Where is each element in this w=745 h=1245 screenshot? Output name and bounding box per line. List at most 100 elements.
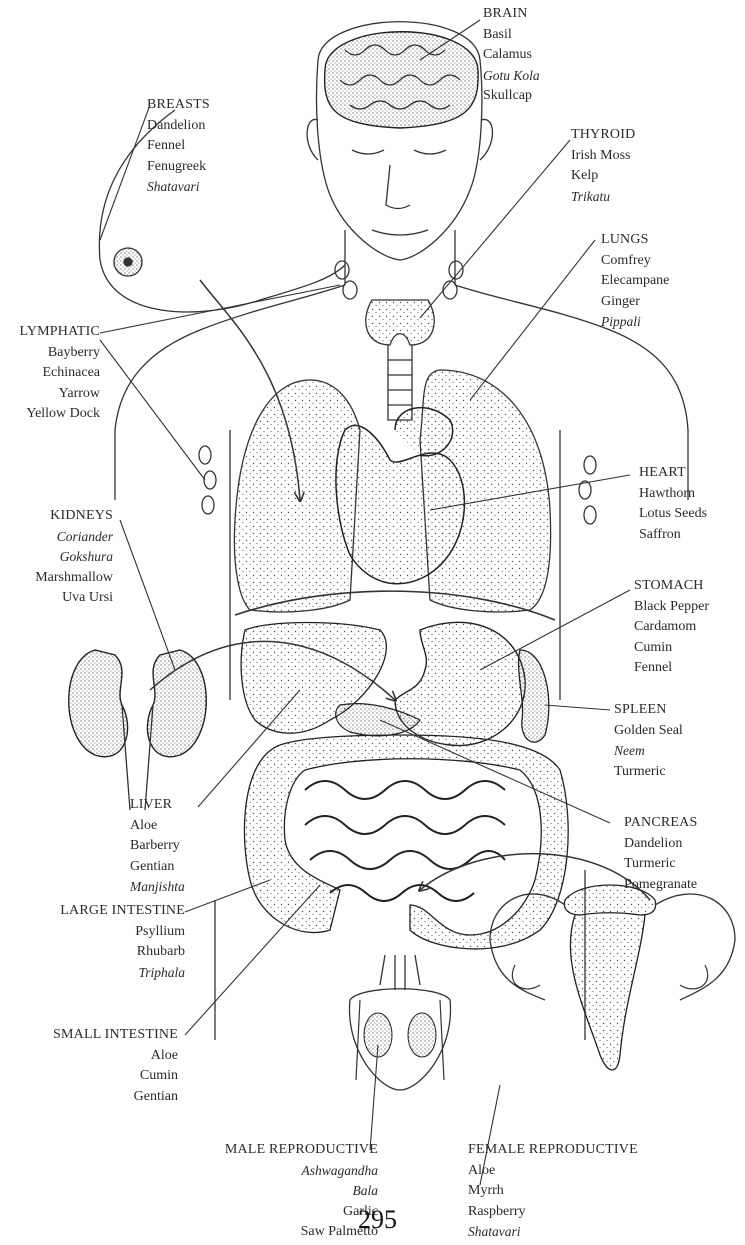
leader-small-intestine: [185, 885, 320, 1035]
herb-female-reproductive-2: Myrrh: [468, 1181, 638, 1202]
herb-female-reproductive-1: Aloe: [468, 1161, 638, 1182]
herb-breasts-3: Fenugreek: [147, 157, 210, 178]
leader-lymphatic-b: [100, 340, 205, 480]
label-large-intestine: LARGE INTESTINE Psyllium Rhubarb Triphal…: [35, 901, 185, 983]
herb-large-intestine-2: Rhubarb: [35, 942, 185, 963]
herb-brain-3: Gotu Kola: [483, 66, 540, 87]
herb-lymphatic-4: Yellow Dock: [4, 404, 100, 425]
left-ear: [307, 119, 318, 160]
spleen: [519, 650, 549, 742]
leader-thyroid: [420, 140, 570, 318]
herb-lungs-3: Ginger: [601, 292, 669, 313]
heading-heart: HEART: [639, 463, 707, 484]
herb-stomach-3: Cumin: [634, 638, 709, 659]
small-intestine: [305, 781, 505, 901]
herb-heart-1: Hawthorn: [639, 484, 707, 505]
herb-large-intestine-1: Psyllium: [35, 922, 185, 943]
heading-pancreas: PANCREAS: [624, 813, 697, 834]
herb-male-reproductive-2: Bala: [198, 1181, 378, 1202]
herb-liver-2: Barberry: [130, 836, 185, 857]
herb-male-reproductive-1: Ashwagandha: [198, 1161, 378, 1182]
leader-kidneys: [120, 520, 175, 670]
leader-spleen: [545, 705, 610, 710]
label-male-reproductive: MALE REPRODUCTIVE Ashwagandha Bala Garli…: [198, 1140, 378, 1243]
heading-small-intestine: SMALL INTESTINE: [18, 1025, 178, 1046]
herb-stomach-2: Cardamom: [634, 617, 709, 638]
herb-lymphatic-3: Yarrow: [4, 384, 100, 405]
herb-large-intestine-3: Triphala: [35, 963, 185, 984]
herb-lungs-2: Elecampane: [601, 271, 669, 292]
herb-pancreas-2: Turmeric: [624, 854, 697, 875]
herb-liver-4: Manjishta: [130, 877, 185, 898]
herb-spleen-1: Golden Seal: [614, 721, 683, 742]
herb-brain-4: Skullcap: [483, 86, 540, 107]
herb-kidneys-3: Marshmallow: [8, 568, 113, 589]
heading-liver: LIVER: [130, 795, 185, 816]
label-brain: BRAIN Basil Calamus Gotu Kola Skullcap: [483, 4, 540, 107]
label-lymphatic: LYMPHATIC Bayberry Echinacea Yarrow Yell…: [4, 322, 100, 425]
leader-breasts: [100, 105, 150, 240]
heading-brain: BRAIN: [483, 4, 540, 25]
herb-small-intestine-1: Aloe: [18, 1046, 178, 1067]
herb-spleen-3: Turmeric: [614, 762, 683, 783]
heading-stomach: STOMACH: [634, 576, 709, 597]
herb-lungs-4: Pippali: [601, 312, 669, 333]
leader-lungs: [470, 240, 595, 400]
label-kidneys: KIDNEYS Coriander Gokshura Marshmallow U…: [8, 506, 113, 609]
label-thyroid: THYROID Irish Moss Kelp Trikatu: [571, 125, 635, 207]
heading-large-intestine: LARGE INTESTINE: [35, 901, 185, 922]
herb-thyroid-2: Kelp: [571, 166, 635, 187]
label-liver: LIVER Aloe Barberry Gentian Manjishta: [130, 795, 185, 898]
label-spleen: SPLEEN Golden Seal Neem Turmeric: [614, 700, 683, 782]
leader-lymphatic-a: [100, 285, 340, 333]
herb-small-intestine-2: Cumin: [18, 1066, 178, 1087]
herb-lymphatic-2: Echinacea: [4, 363, 100, 384]
heading-female-reproductive: FEMALE REPRODUCTIVE: [468, 1140, 638, 1161]
thyroid: [366, 300, 434, 345]
leader-male-reproductive: [370, 1045, 378, 1150]
herb-kidneys-2: Gokshura: [8, 547, 113, 568]
herb-stomach-1: Black Pepper: [634, 597, 709, 618]
label-female-reproductive: FEMALE REPRODUCTIVE Aloe Myrrh Raspberry…: [468, 1140, 638, 1243]
herb-breasts-2: Fennel: [147, 136, 210, 157]
herb-pancreas-1: Dandelion: [624, 834, 697, 855]
right-ear: [480, 119, 493, 160]
herb-liver-3: Gentian: [130, 857, 185, 878]
label-heart: HEART Hawthorn Lotus Seeds Saffron: [639, 463, 707, 545]
herb-thyroid-1: Irish Moss: [571, 146, 635, 167]
heading-breasts: BREASTS: [147, 95, 210, 116]
large-intestine: [244, 735, 568, 949]
herb-lymphatic-1: Bayberry: [4, 343, 100, 364]
herb-spleen-2: Neem: [614, 741, 683, 762]
herb-male-reproductive-4: Saw Palmetto: [198, 1222, 378, 1243]
label-lungs: LUNGS Comfrey Elecampane Ginger Pippali: [601, 230, 669, 333]
herb-heart-2: Lotus Seeds: [639, 504, 707, 525]
herb-liver-1: Aloe: [130, 816, 185, 837]
label-pancreas: PANCREAS Dandelion Turmeric Pomegranate: [624, 813, 697, 895]
herb-female-reproductive-3: Raspberry: [468, 1202, 638, 1223]
herb-brain-1: Basil: [483, 25, 540, 46]
herb-kidneys-1: Coriander: [8, 527, 113, 548]
label-breasts: BREASTS Dandelion Fennel Fenugreek Shata…: [147, 95, 210, 198]
heading-lymphatic: LYMPHATIC: [4, 322, 100, 343]
male-reproductive-organs: [350, 955, 451, 1090]
label-small-intestine: SMALL INTESTINE Aloe Cumin Gentian: [18, 1025, 178, 1107]
herb-thyroid-3: Trikatu: [571, 187, 635, 208]
herb-breasts-1: Dandelion: [147, 116, 210, 137]
herb-small-intestine-3: Gentian: [18, 1087, 178, 1108]
herb-pancreas-3: Pomegranate: [624, 875, 697, 896]
stomach: [395, 622, 525, 745]
heading-thyroid: THYROID: [571, 125, 635, 146]
kidneys: [69, 650, 207, 757]
herb-lungs-1: Comfrey: [601, 251, 669, 272]
page-number: 295: [358, 1205, 397, 1235]
herb-male-reproductive-3: Garlic: [198, 1202, 378, 1223]
herb-stomach-4: Fennel: [634, 658, 709, 679]
herb-breasts-4: Shatavari: [147, 177, 210, 198]
heading-spleen: SPLEEN: [614, 700, 683, 721]
heading-lungs: LUNGS: [601, 230, 669, 251]
herb-heart-3: Saffron: [639, 525, 707, 546]
heading-kidneys: KIDNEYS: [8, 506, 113, 527]
heading-male-reproductive: MALE REPRODUCTIVE: [198, 1140, 378, 1161]
